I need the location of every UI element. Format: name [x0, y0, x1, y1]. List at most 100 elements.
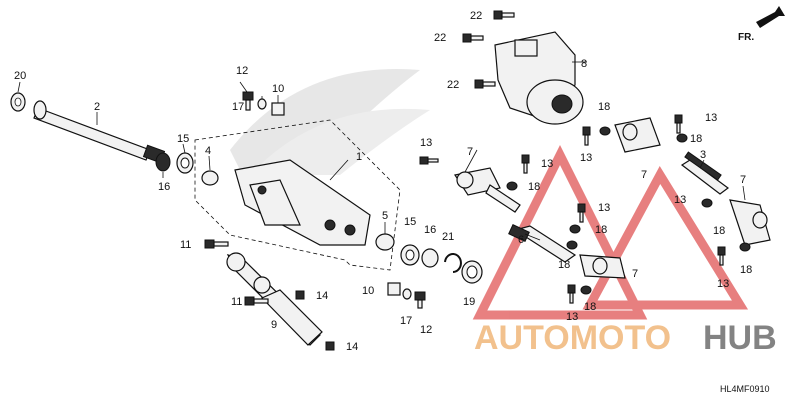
label-7d: 7 — [740, 174, 746, 186]
bolt-13e — [582, 126, 591, 146]
collar-10b — [387, 282, 401, 296]
label-16a: 16 — [158, 181, 170, 193]
label-18b: 18 — [595, 224, 607, 236]
bolt-22c — [474, 79, 496, 89]
bolt-12b — [414, 291, 426, 309]
label-12b: 12 — [420, 324, 432, 336]
bolt-13a — [419, 156, 439, 165]
label-10a: 10 — [272, 83, 284, 95]
nut-18c — [566, 240, 578, 250]
label-14a: 14 — [316, 290, 328, 302]
eps-unit — [494, 31, 584, 125]
bolt-22b — [462, 33, 484, 43]
label-18a: 18 — [528, 181, 540, 193]
nut-18a — [506, 181, 518, 191]
nut-14a — [295, 290, 305, 300]
part-labels: 20 2 16 15 4 12 17 10 1 5 11 11 14 9 14 … — [14, 10, 752, 353]
shaft-6 — [508, 224, 577, 263]
label-18h: 18 — [740, 264, 752, 276]
bolt-13c — [577, 203, 586, 223]
label-15a: 15 — [177, 133, 189, 145]
label-7c: 7 — [641, 169, 647, 181]
label-10b: 10 — [362, 285, 374, 297]
nut-18e — [599, 126, 611, 136]
label-21: 21 — [442, 231, 454, 243]
nut-18f — [676, 133, 688, 143]
bushing-4 — [201, 170, 219, 186]
label-12a: 12 — [236, 65, 248, 77]
seal-16b — [421, 248, 439, 268]
label-17a: 17 — [232, 101, 244, 113]
label-20: 20 — [14, 70, 26, 82]
steering-damper — [226, 252, 323, 346]
label-11a: 11 — [180, 239, 191, 251]
bolt-13b — [521, 154, 530, 174]
collar-10a — [271, 102, 285, 116]
bolt-11b — [244, 296, 269, 306]
label-5: 5 — [382, 210, 388, 222]
label-13h: 13 — [717, 278, 729, 290]
label-1: 1 — [356, 151, 362, 163]
label-13a: 13 — [420, 137, 432, 149]
label-6: 6 — [518, 234, 524, 246]
label-22b: 22 — [434, 32, 446, 44]
watermark-text-right: HUB — [703, 319, 777, 357]
watermark-text-left: AUTOMOTO — [474, 319, 671, 357]
label-14b: 14 — [346, 341, 358, 353]
label-9: 9 — [271, 319, 277, 331]
wing-emblem-background — [230, 69, 430, 190]
nut-18g — [701, 198, 713, 208]
label-18d: 18 — [584, 301, 596, 313]
ring-15b — [400, 244, 420, 266]
assembly-box-1 — [194, 119, 401, 271]
label-3: 3 — [700, 149, 706, 161]
label-18g: 18 — [713, 225, 725, 237]
label-16b: 16 — [424, 224, 436, 236]
bolt-12a — [242, 91, 254, 111]
label-13c: 13 — [598, 202, 610, 214]
label-7a: 7 — [467, 146, 473, 158]
label-18e: 18 — [598, 101, 610, 113]
shaft-3 — [680, 151, 730, 195]
label-13b: 13 — [541, 158, 553, 170]
nut-18h — [739, 242, 751, 252]
bushing-5 — [375, 233, 395, 251]
label-13d: 13 — [566, 311, 578, 323]
u-joint-7c — [614, 117, 661, 153]
bolt-22a — [493, 10, 515, 20]
nut-18b — [569, 224, 581, 234]
label-13f: 13 — [705, 112, 717, 124]
steering-bracket — [234, 159, 371, 246]
bearing-19 — [461, 260, 483, 284]
label-22a: 22 — [470, 10, 482, 22]
washer-17b — [402, 288, 412, 300]
label-7b: 7 — [632, 268, 638, 280]
bolt-13f — [674, 114, 683, 134]
label-11b: 11 — [231, 296, 242, 308]
steering-shaft — [33, 100, 166, 164]
ring-15a — [176, 152, 194, 174]
seal-16a — [155, 152, 171, 172]
label-22c: 22 — [447, 79, 459, 91]
label-2: 2 — [94, 101, 100, 113]
nut-18d — [580, 285, 592, 295]
bolt-13d — [567, 284, 576, 304]
front-direction-indicator: FR. — [738, 6, 785, 43]
label-8: 8 — [581, 58, 587, 70]
u-joint-7d — [729, 199, 771, 246]
bolt-13h — [717, 246, 726, 266]
label-18f: 18 — [690, 133, 702, 145]
nut-14b — [325, 341, 335, 351]
circlip-21 — [444, 253, 462, 273]
u-joint-7b — [579, 254, 626, 279]
label-15b: 15 — [404, 216, 416, 228]
label-13e: 13 — [580, 152, 592, 164]
label-18c: 18 — [558, 259, 570, 271]
fr-arrow-icon — [756, 6, 785, 28]
bolt-11a — [204, 239, 229, 249]
label-19: 19 — [463, 296, 475, 308]
diagram-code: HL4MF0910 — [720, 384, 770, 394]
watermark-logo: AUTOMOTO HUB — [474, 319, 777, 357]
label-13g: 13 — [674, 194, 686, 206]
